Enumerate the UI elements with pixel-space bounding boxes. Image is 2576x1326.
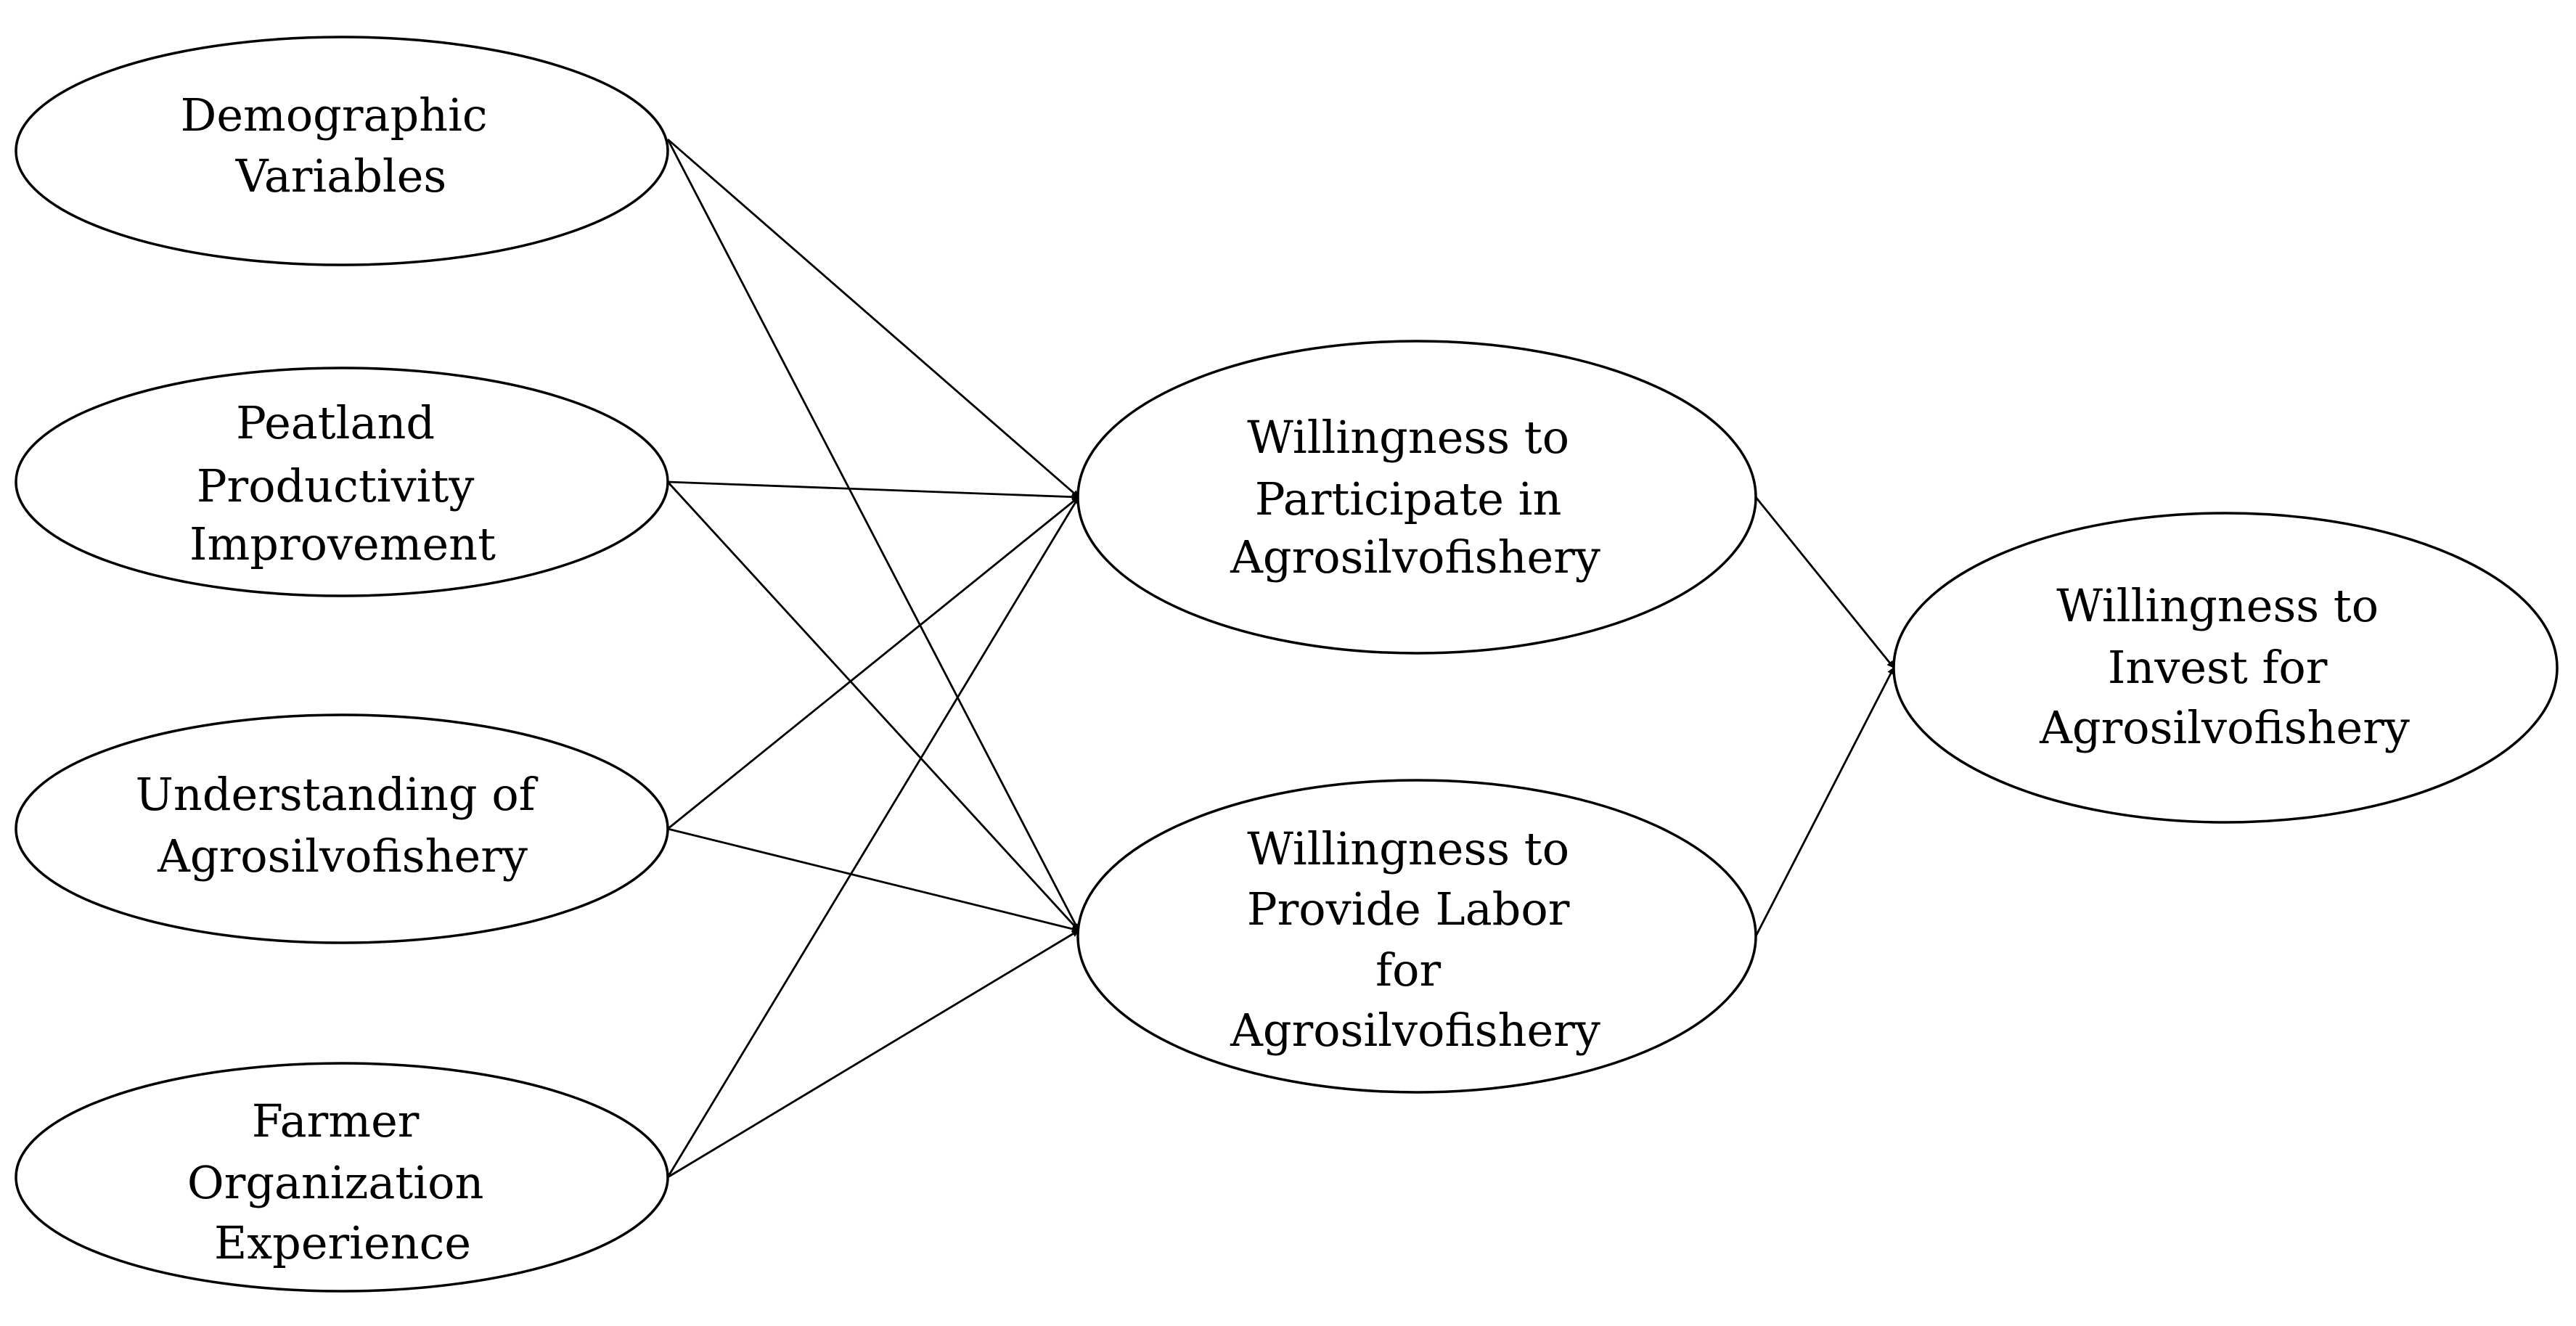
arrow-labor-to-invest [1754,667,1895,937]
node-demographic-variables-ellipse [15,36,669,266]
node-understanding-line-1: Understanding of [136,768,539,821]
arrow-understanding-to-participate [667,496,1079,830]
node-demographic-line-2: Variables [235,150,447,202]
arrow-demographic-to-participate [667,138,1079,499]
node-participate-line-3: Agrosilvofishery [1230,531,1600,584]
node-invest-line-2: Invest for [2108,641,2328,694]
node-farmer-line-2: Organization [187,1156,484,1209]
arrow-participate-to-invest [1754,496,1895,668]
node-peatland-line-2: Productivity [197,459,475,512]
node-labor-line-1: Willingness to [1247,822,1569,875]
arrow-understanding-to-labor [667,827,1079,933]
node-willingness-to-participate: Willingness to Participate in Agrosilvof… [1076,340,1757,655]
edges-layer [666,138,1895,1179]
node-labor-line-3: for [1375,944,1441,996]
node-peatland-line-1: Peatland [236,396,435,449]
node-invest-line-1: Willingness to [2056,579,2379,632]
arrow-demographic-to-labor [666,139,1080,931]
node-participate-line-2: Participate in [1255,472,1562,525]
node-peatland-productivity-improvement: Peatland Productivity Improvement [15,367,669,597]
node-participate-label: Willingness to Participate in Agrosilvof… [1230,411,1600,584]
node-demographic-line-1: Demographic [181,89,488,142]
node-demographic-variables: Demographic Variables [15,36,669,266]
node-participate-ellipse [1076,340,1757,655]
node-labor-line-2: Provide Labor [1247,883,1570,936]
node-peatland-label: Peatland Productivity Improvement [189,396,496,570]
node-invest-ellipse [1892,512,2559,824]
node-understanding-of-agrosilvofishery: Understanding of Agrosilvofishery [15,713,669,944]
node-willingness-to-invest: Willingness to Invest for Agrosilvofishe… [1892,512,2559,824]
node-peatland-ellipse [15,367,669,597]
node-farmer-line-1: Farmer [252,1094,420,1147]
node-willingness-to-provide-labor: Willingness to Provide Labor for Agrosil… [1076,779,1757,1094]
node-participate-line-1: Willingness to [1247,411,1569,464]
node-farmer-organization-experience: Farmer Organization Experience [15,1062,669,1293]
node-demographic-variables-label: Demographic Variables [181,89,502,202]
arrow-peatland-to-participate [667,480,1079,501]
node-invest-line-3: Agrosilvofishery [2039,701,2410,754]
node-farmer-label: Farmer Organization Experience [187,1094,498,1269]
arrow-farmer-to-participate [666,496,1080,1178]
arrow-peatland-to-labor [666,481,1080,931]
node-invest-label: Willingness to Invest for Agrosilvofishe… [2039,579,2410,754]
node-farmer-line-3: Experience [214,1216,471,1269]
arrow-farmer-to-labor [667,929,1079,1179]
node-peatland-line-3: Improvement [189,517,496,570]
node-farmer-ellipse [15,1062,669,1293]
node-understanding-label: Understanding of Agrosilvofishery [136,768,550,883]
node-labor-line-4: Agrosilvofishery [1230,1004,1600,1057]
node-understanding-ellipse [15,713,669,944]
node-understanding-line-2: Agrosilvofishery [157,830,528,883]
node-labor-ellipse [1076,779,1757,1094]
node-labor-label: Willingness to Provide Labor for Agrosil… [1230,822,1600,1057]
